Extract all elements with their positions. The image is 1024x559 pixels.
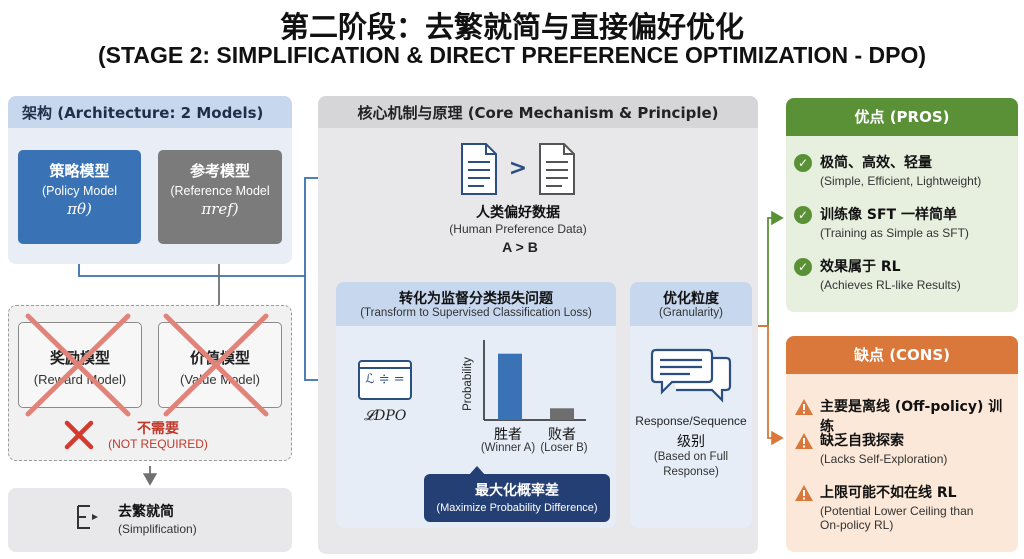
pros-item-desc: (Simple, Efficient, Lightweight) bbox=[820, 174, 982, 188]
human-preference-en: (Human Preference Data) bbox=[449, 222, 587, 236]
granularity-title: 优化粒度 bbox=[663, 291, 719, 307]
greater-than-sign: > bbox=[508, 156, 528, 181]
loser-bar bbox=[550, 408, 574, 420]
not-required-en: (NOT REQUIRED) bbox=[108, 437, 208, 451]
policy-model-box: 策略模型 (Policy Model πθ) bbox=[18, 150, 141, 244]
check-icon: ✓ bbox=[794, 206, 812, 224]
granularity-based-line2: Response) bbox=[663, 466, 719, 478]
mechanism-header: 核心机制与原理 (Core Mechanism & Principle) bbox=[318, 96, 758, 128]
cons-item-title: 缺乏自我探索 bbox=[820, 433, 904, 449]
policy-model-subtitle: (Policy Model bbox=[41, 184, 118, 198]
transform-title: 转化为监督分类损失问题 bbox=[399, 291, 553, 307]
loser-label: 败者 bbox=[548, 427, 576, 443]
reference-model-subtitle: (Reference Model bbox=[170, 184, 270, 198]
check-icon: ✓ bbox=[794, 258, 812, 276]
pros-item-desc: (Achieves RL-like Results) bbox=[820, 278, 961, 292]
arrow-to-cons bbox=[752, 325, 784, 446]
maximize-difference-en: (Maximize Probability Difference) bbox=[436, 502, 598, 514]
winner-bar bbox=[498, 353, 522, 420]
ab-preference: A > B bbox=[502, 239, 538, 255]
page-subtitle: (STAGE 2: SIMPLIFICATION & DIRECT PREFER… bbox=[98, 42, 926, 68]
check-icon: ✓ bbox=[794, 154, 812, 172]
chart-y-axis-label-wrap: Probability bbox=[460, 350, 476, 420]
page-title: 第二阶段：去繁就简与直接偏好优化 bbox=[279, 10, 744, 44]
simplify-icon bbox=[77, 505, 98, 529]
doc-a-icon bbox=[461, 143, 497, 195]
value-model-box: 价值模型 (Value Model) bbox=[158, 322, 282, 408]
maximize-difference-box: 最大化概率差 (Maximize Probability Difference) bbox=[424, 474, 610, 522]
winner-label: 胜者 bbox=[494, 427, 522, 443]
warning-icon bbox=[795, 399, 813, 415]
granularity-based-line1: (Based on Full bbox=[653, 451, 729, 463]
reward-cross-line-2 bbox=[25, 313, 131, 417]
preference-docs-icon bbox=[461, 143, 575, 195]
cons-item-desc: (Lacks Self-Exploration) bbox=[820, 452, 948, 466]
chat-bubbles-icon bbox=[650, 348, 732, 403]
cons-item: 缺乏自我探索 (Lacks Self-Exploration) bbox=[794, 430, 1014, 466]
cons-header: 缺点 (CONS) bbox=[786, 336, 1018, 374]
simplification-zh: 去繁就简 bbox=[118, 504, 174, 520]
loss-icon-titlebar bbox=[360, 362, 410, 369]
transform-subtitle: (Transform to Supervised Classification … bbox=[360, 307, 592, 319]
probability-chart bbox=[483, 340, 586, 421]
pros-item: ✓ 训练像 SFT 一样简单 (Training as Simple as SF… bbox=[794, 204, 1014, 240]
architecture-header: 架构 (Architecture: 2 Models) bbox=[8, 96, 292, 128]
winner-sublabel: (Winner A) bbox=[480, 442, 536, 454]
pros-item: ✓ 极简、高效、轻量 (Simple, Efficient, Lightweig… bbox=[794, 152, 1014, 188]
pros-item-desc: (Training as Simple as SFT) bbox=[820, 226, 969, 240]
pros-item-title: 效果属于 RL bbox=[820, 259, 901, 275]
granularity-header-bg bbox=[630, 282, 752, 326]
reference-model-symbol: πref) bbox=[201, 200, 239, 218]
loser-sublabel: (Loser B) bbox=[540, 442, 588, 454]
reference-model-title: 参考模型 bbox=[189, 162, 250, 180]
simplification-panel bbox=[8, 488, 292, 552]
human-preference-zh: 人类偏好数据 bbox=[476, 205, 560, 221]
cross-marks bbox=[25, 313, 269, 450]
cons-item: 上限可能不如在线 RL (Potential Lower Ceiling tha… bbox=[794, 482, 1014, 532]
granularity-subtitle: (Granularity) bbox=[659, 307, 723, 319]
chart-y-axis-label: Probability bbox=[462, 357, 474, 411]
cons-item-title: 主要是离线 (Off-policy) 训练 bbox=[820, 399, 1003, 435]
pros-item-title: 极简、高效、轻量 bbox=[820, 155, 932, 171]
value-cross-line-2 bbox=[163, 313, 269, 417]
maximize-pointer bbox=[468, 466, 486, 476]
pros-item: ✓ 效果属于 RL (Achieves RL-like Results) bbox=[794, 256, 1014, 292]
cons-item-desc-line2: On-policy RL) bbox=[820, 518, 894, 532]
simplification-en: (Simplification) bbox=[118, 522, 197, 536]
transform-header-bg bbox=[336, 282, 616, 326]
loss-function-icon: ℒ ≑ = bbox=[358, 360, 412, 400]
granularity-response: Response/Sequence bbox=[635, 414, 747, 428]
cons-item-desc: (Potential Lower Ceiling than bbox=[820, 504, 974, 518]
reference-model-box: 参考模型 (Reference Model πref) bbox=[158, 150, 282, 244]
pros-header: 优点 (PROS) bbox=[786, 98, 1018, 136]
granularity-level: 级别 bbox=[677, 434, 705, 450]
cons-item: 主要是离线 (Off-policy) 训练 bbox=[794, 396, 1014, 436]
doc-b-icon bbox=[539, 143, 575, 195]
pros-item-title: 训练像 SFT 一样简单 bbox=[820, 207, 957, 223]
red-x-line-2 bbox=[64, 420, 94, 450]
policy-model-symbol: πθ) bbox=[67, 200, 92, 218]
loss-dpo-label: 𝓛DPO bbox=[364, 408, 407, 424]
cons-item-title: 上限可能不如在线 RL bbox=[820, 485, 957, 501]
loss-icon-formula: ℒ ≑ = bbox=[365, 372, 405, 387]
warning-icon bbox=[795, 433, 813, 449]
not-required-zh: 不需要 bbox=[137, 421, 179, 437]
warning-icon bbox=[795, 485, 813, 501]
policy-model-title: 策略模型 bbox=[49, 162, 110, 180]
simplify-arrowhead bbox=[92, 514, 98, 520]
simplify-bracket bbox=[77, 505, 90, 529]
maximize-difference-zh: 最大化概率差 bbox=[475, 483, 559, 499]
